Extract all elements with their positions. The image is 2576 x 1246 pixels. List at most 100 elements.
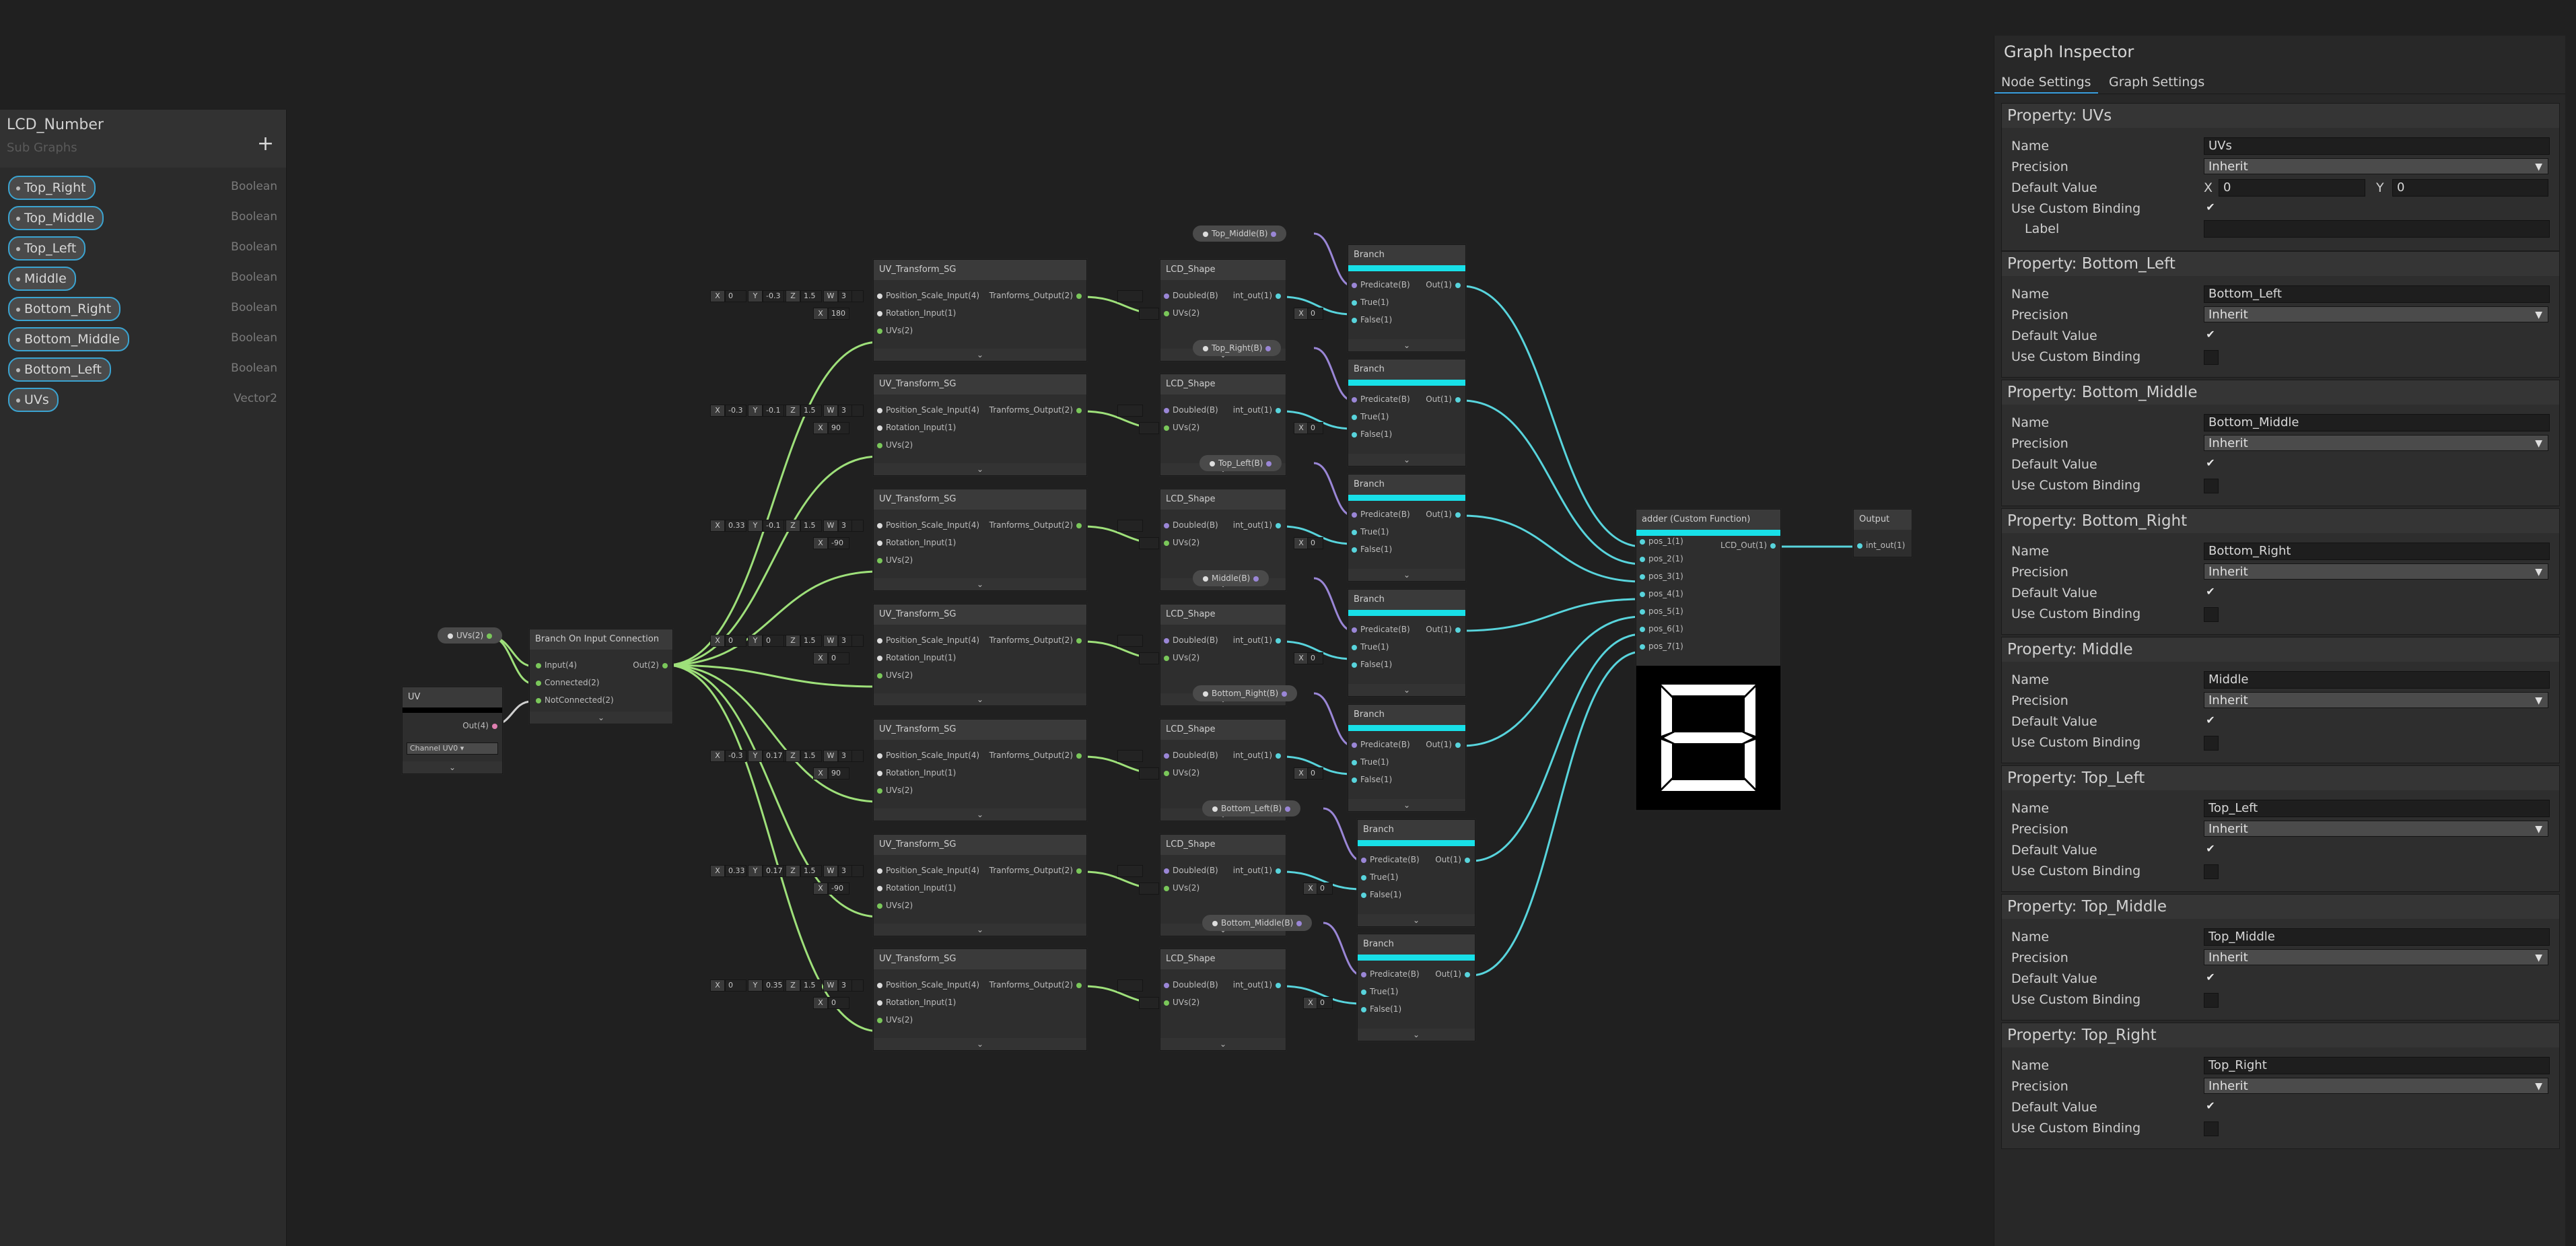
transform-output-port[interactable]: Tranforms_Output(2) — [989, 291, 1085, 300]
shape-input-port[interactable]: Doubled(B) — [1160, 291, 1218, 300]
axis-z-field[interactable]: 1.5 — [800, 979, 822, 992]
rotation-field[interactable]: -90 — [828, 537, 849, 549]
axis-y-field[interactable]: -0.1 — [763, 520, 784, 532]
default-value-checkbox[interactable]: ✔ — [2206, 1099, 2215, 1112]
branch-property-node[interactable]: Bottom_Left(B) — [1202, 800, 1301, 817]
false-default-field[interactable]: 0 — [1307, 422, 1323, 434]
rotation-field[interactable]: 90 — [828, 767, 849, 780]
axis-y-field[interactable]: -0.3 — [763, 290, 784, 302]
branch-property-node[interactable]: Bottom_Right(B) — [1193, 685, 1298, 701]
axis-x-field[interactable]: 0.33 — [725, 865, 746, 877]
transform-input-port[interactable]: Rotation_Input(1) — [874, 538, 956, 547]
axis-x-field[interactable]: 0.33 — [725, 520, 746, 532]
transform-output-port[interactable]: Tranforms_Output(2) — [989, 751, 1085, 760]
notconnected-port[interactable]: NotConnected(2) — [532, 695, 614, 705]
default-value-checkbox[interactable]: ✔ — [2206, 714, 2215, 726]
transform-input-port[interactable]: Position_Scale_Input(4) — [874, 751, 979, 760]
vector-dropdown[interactable] — [851, 750, 864, 762]
rotation-field[interactable]: 180 — [828, 308, 849, 320]
axis-x-field[interactable]: -0.3 — [725, 750, 746, 762]
tab-node-settings[interactable]: Node Settings — [1994, 72, 2098, 94]
branch-input-port[interactable]: Predicate(B) — [1348, 625, 1410, 634]
shape-input-port[interactable]: UVs(2) — [1160, 308, 1199, 318]
adder-input-port[interactable]: pos_5(1) — [1636, 607, 1683, 616]
branch-input-port[interactable]: False(1) — [1348, 545, 1392, 554]
branch-output-port[interactable]: Out(1) — [1426, 625, 1464, 634]
precision-dropdown[interactable]: Inherit▼ — [2204, 692, 2548, 708]
shape-output-port[interactable]: int_out(1) — [1233, 635, 1284, 645]
lcd-out-port[interactable]: LCD_Out(1) — [1720, 541, 1779, 550]
axis-y-field[interactable]: 0.17 — [763, 865, 784, 877]
shape-output-port[interactable]: int_out(1) — [1233, 866, 1284, 875]
rotation-field[interactable]: -90 — [828, 882, 849, 895]
transform-input-port[interactable]: Rotation_Input(1) — [874, 423, 956, 432]
uv-node[interactable]: UV Out(4) Channel UV0 ▾ ⌄ — [402, 687, 503, 774]
shape-input-port[interactable]: UVs(2) — [1160, 653, 1199, 662]
expand-chevron-icon[interactable]: ⌄ — [874, 924, 1086, 936]
section-header[interactable]: Property: Bottom_Middle — [2002, 380, 2559, 405]
branch-property-node[interactable]: Top_Left(B) — [1199, 455, 1282, 471]
precision-dropdown[interactable]: Inherit▼ — [2204, 1078, 2548, 1094]
branch-on-input-node[interactable]: Branch On Input Connection Input(4) Conn… — [529, 629, 673, 724]
expand-chevron-icon[interactable]: ⌄ — [874, 1038, 1086, 1050]
transform-input-port[interactable]: Position_Scale_Input(4) — [874, 980, 979, 990]
axis-y-field[interactable]: 0 — [763, 635, 784, 647]
axis-y-field[interactable]: 0.17 — [763, 750, 784, 762]
shape-output-port[interactable]: int_out(1) — [1233, 520, 1284, 530]
uvs-toggle[interactable] — [1139, 997, 1159, 1009]
transform-input-port[interactable]: Rotation_Input(1) — [874, 883, 956, 893]
branch-output-port[interactable]: Out(1) — [1435, 855, 1473, 864]
branch-output-port[interactable]: Out(1) — [1435, 969, 1473, 979]
uvs-x-field[interactable]: 0 — [2219, 179, 2365, 197]
adder-custom-function-node[interactable]: adder (Custom Function) pos_1(1)pos_2(1)… — [1636, 509, 1781, 810]
shape-input-port[interactable]: Doubled(B) — [1160, 751, 1218, 760]
channel-dropdown[interactable]: Channel UV0 ▾ — [407, 742, 498, 755]
vector-dropdown[interactable] — [851, 405, 864, 417]
uv-out-port[interactable]: Out(4) — [462, 721, 501, 730]
precision-dropdown[interactable]: Inherit▼ — [2204, 949, 2548, 965]
expand-chevron-icon[interactable]: ⌄ — [403, 761, 502, 773]
shape-input-port[interactable]: Doubled(B) — [1160, 405, 1218, 415]
transform-input-port[interactable]: UVs(2) — [874, 670, 913, 680]
shape-input-port[interactable]: UVs(2) — [1160, 998, 1199, 1007]
doubled-toggle[interactable] — [1117, 290, 1143, 302]
output-node[interactable]: Output int_out(1) — [1853, 509, 1912, 557]
custom-binding-checkbox[interactable] — [2204, 993, 2219, 1008]
branch-input-port[interactable]: False(1) — [1358, 1004, 1401, 1014]
vector-dropdown[interactable] — [851, 290, 864, 302]
section-header[interactable]: Property: Top_Left — [2002, 766, 2559, 790]
expand-chevron-icon[interactable]: ⌄ — [1160, 1038, 1286, 1050]
axis-y-field[interactable]: -0.1 — [763, 405, 784, 417]
expand-chevron-icon[interactable]: ⌄ — [874, 349, 1086, 361]
transform-input-port[interactable]: Position_Scale_Input(4) — [874, 866, 979, 875]
shape-input-port[interactable]: UVs(2) — [1160, 883, 1199, 893]
shape-output-port[interactable]: int_out(1) — [1233, 405, 1284, 415]
precision-dropdown[interactable]: Inherit▼ — [2204, 821, 2548, 837]
vector-dropdown[interactable] — [851, 979, 864, 992]
section-header[interactable]: Property: Top_Middle — [2002, 895, 2559, 919]
name-field[interactable]: Bottom_Right — [2204, 543, 2550, 560]
expand-chevron-icon[interactable]: ⌄ — [1348, 454, 1465, 466]
transform-input-port[interactable]: Position_Scale_Input(4) — [874, 405, 979, 415]
false-default-field[interactable]: 0 — [1307, 537, 1323, 549]
branch-input-port[interactable]: Predicate(B) — [1348, 394, 1410, 404]
default-value-checkbox[interactable]: ✔ — [2206, 328, 2215, 341]
default-value-checkbox[interactable]: ✔ — [2206, 456, 2215, 469]
default-value-checkbox[interactable]: ✔ — [2206, 842, 2215, 855]
uvs-label-field[interactable] — [2204, 220, 2550, 238]
branch-input-port[interactable]: True(1) — [1358, 987, 1399, 996]
property-pill[interactable]: Bottom_Middle — [8, 327, 129, 351]
property-pill[interactable]: Bottom_Right — [8, 297, 121, 321]
axis-z-field[interactable]: 1.5 — [800, 405, 822, 417]
branch-input-port[interactable]: Predicate(B) — [1358, 969, 1420, 979]
transform-input-port[interactable]: UVs(2) — [874, 901, 913, 910]
transform-input-port[interactable]: Rotation_Input(1) — [874, 998, 956, 1007]
branch-property-node[interactable]: Top_Right(B) — [1193, 340, 1282, 356]
